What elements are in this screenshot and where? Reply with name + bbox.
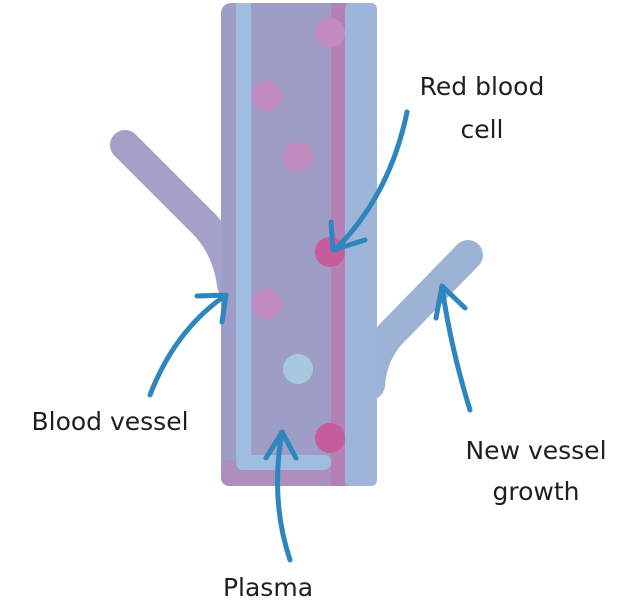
new-vessel-growth-label: New vessel <box>465 436 606 465</box>
red-blood-cell-label-line2: cell <box>460 115 503 144</box>
vessel-left-stripe <box>236 3 251 458</box>
plasma-label: Plasma <box>223 573 313 602</box>
red-blood-cell <box>315 423 345 453</box>
vessel-bottom-stripe <box>236 455 331 470</box>
red-blood-cell-label: Red blood <box>420 72 545 101</box>
red-blood-cell <box>252 289 282 319</box>
new-vessel-growth-arrow <box>436 286 470 410</box>
new-vessel-growth-label-line2: growth <box>493 477 580 506</box>
red-blood-cell <box>252 81 282 111</box>
red-blood-cell <box>283 142 313 172</box>
plasma-arrow <box>266 432 296 560</box>
right-branch <box>370 255 468 385</box>
left-branch <box>125 145 232 285</box>
blood-vessel-label: Blood vessel <box>31 407 188 436</box>
plasma-cell <box>283 354 313 384</box>
blood-vessel-arrow <box>150 295 226 395</box>
red-blood-cell <box>315 18 345 48</box>
